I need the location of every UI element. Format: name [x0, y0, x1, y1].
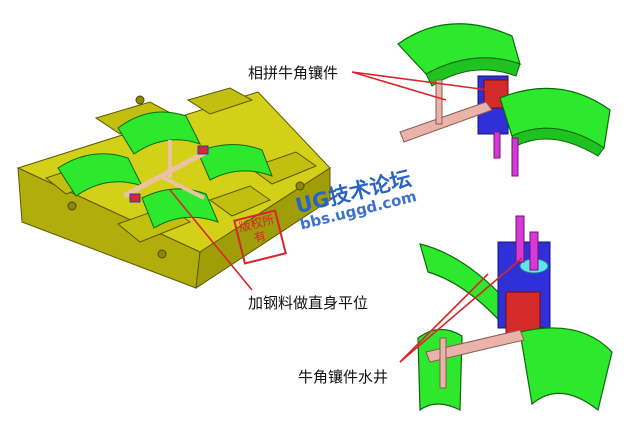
water-pin: [529, 231, 539, 271]
mold-base-front-right: [195, 167, 331, 290]
green-insert: [117, 111, 202, 155]
steel-post: [435, 79, 443, 125]
bolt-hole: [295, 181, 305, 191]
steel-bar: [399, 101, 493, 143]
leader-line-top-1: [351, 71, 447, 101]
green-insert: [197, 143, 273, 181]
leader-lines: [169, 71, 523, 363]
horn-insert-block: [197, 145, 209, 155]
leader-line-top-2: [351, 71, 489, 91]
red-insert: [505, 291, 541, 335]
leader-line-bottom-1: [399, 257, 523, 363]
runner-bar: [159, 174, 205, 200]
horn-insert-block: [129, 193, 141, 203]
water-pin: [515, 215, 525, 263]
leader-line-middle: [169, 189, 253, 291]
steel-bar: [425, 329, 525, 363]
callout-bottom-label: 牛角镶件水井: [296, 366, 391, 387]
bolt-hole: [135, 95, 145, 105]
green-insert: [519, 327, 613, 412]
green-insert-rib: [511, 127, 605, 157]
callout-top-label: 相拼牛角镶件: [246, 62, 341, 83]
steel-post: [439, 337, 447, 389]
green-insert-rib: [425, 57, 521, 87]
detail-bottom: [417, 215, 613, 412]
leader-line-bottom-2: [399, 273, 489, 363]
bolt-hole: [157, 249, 167, 259]
runner-bar: [122, 149, 208, 199]
mold-assembly: [16, 87, 331, 290]
water-pin: [511, 137, 519, 177]
callout-middle-label: 加钢料做直身平位: [246, 292, 371, 313]
mold-pocket: [186, 87, 254, 115]
water-pin: [493, 131, 501, 159]
green-insert: [141, 188, 219, 229]
bolt-hole: [67, 201, 77, 211]
mold-pocket: [248, 151, 318, 185]
mold-pocket: [208, 185, 272, 217]
detail-top: [397, 23, 611, 177]
